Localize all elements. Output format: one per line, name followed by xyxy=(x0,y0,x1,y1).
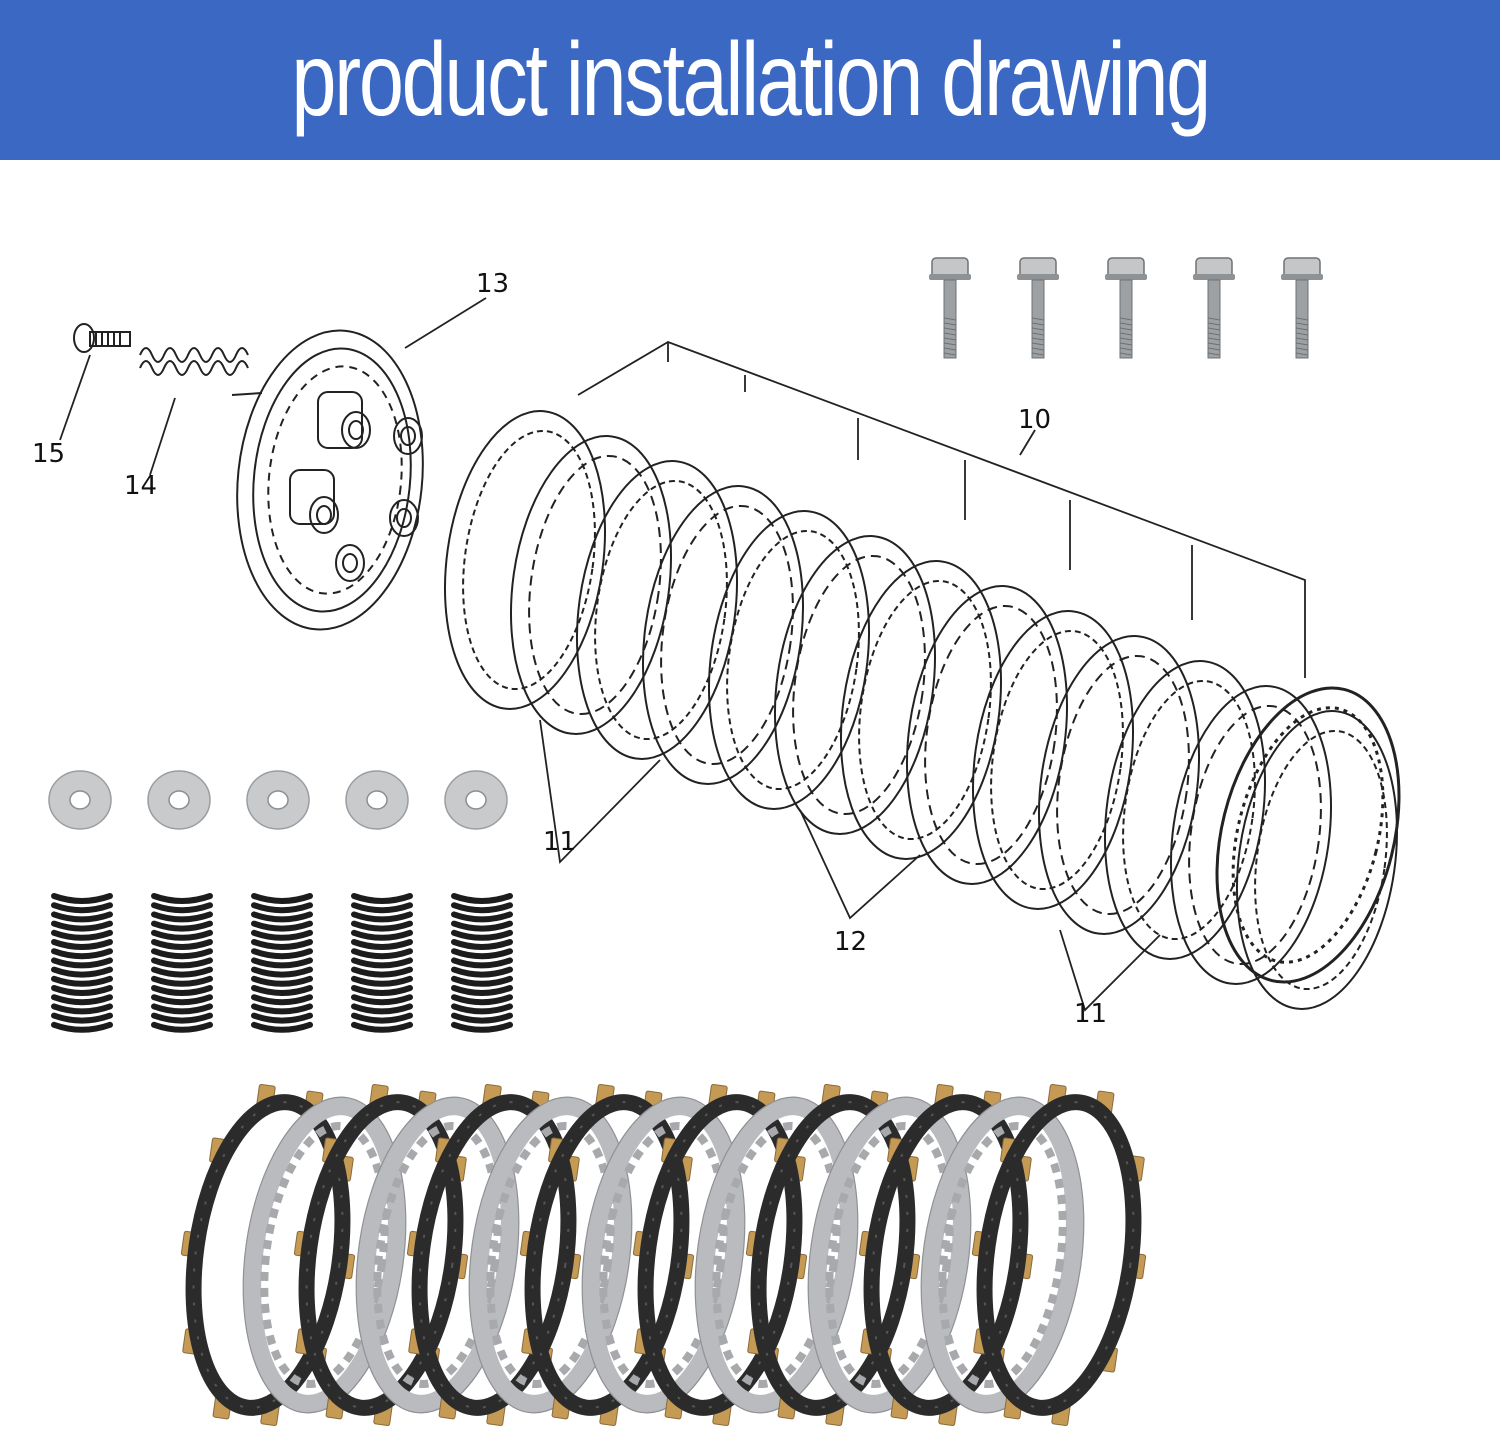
diagram-plate xyxy=(1235,710,1399,1010)
exploded-diagram: 13 15 14 10 11 12 11 xyxy=(32,269,1401,1029)
friction-plate xyxy=(858,1083,1034,1427)
callout-15: 15 xyxy=(32,439,65,469)
bolt xyxy=(1105,257,1147,359)
diagram-plate xyxy=(905,585,1069,885)
clutch-spring xyxy=(251,893,313,1033)
diagram-plate xyxy=(443,410,607,710)
callout-10: 10 xyxy=(1018,405,1051,435)
leader-lines xyxy=(59,297,1306,1012)
clutch-plate-photo xyxy=(180,1083,1147,1427)
bolt xyxy=(1193,257,1235,359)
clutch-spring xyxy=(51,893,113,1033)
diagram-plate xyxy=(707,510,871,810)
bolt xyxy=(1017,257,1059,359)
clutch-spring xyxy=(151,893,213,1033)
callout-11-left: 11 xyxy=(543,827,576,857)
callout-13: 13 xyxy=(476,269,509,299)
diagram-plate xyxy=(509,435,673,735)
clutch-spring xyxy=(451,893,513,1033)
diagram-plate-stack xyxy=(443,410,1401,1010)
spring-part-14 xyxy=(139,347,249,376)
diagram-plate xyxy=(773,535,937,835)
installation-drawing: 13 15 14 10 11 12 11 xyxy=(32,257,1401,1427)
washer xyxy=(345,770,409,830)
washer xyxy=(48,770,112,830)
diagram-plate xyxy=(1169,685,1333,985)
diagram-friction-plate xyxy=(1215,686,1401,984)
spring-row xyxy=(51,893,513,1033)
callout-14: 14 xyxy=(124,471,157,501)
banner-title: product installation drawing xyxy=(291,22,1211,138)
diagram-plate xyxy=(971,610,1135,910)
title-banner: product installation drawing xyxy=(0,0,1500,160)
clutch-spring xyxy=(351,893,413,1033)
washer-row xyxy=(48,770,508,830)
diagram-plate xyxy=(1037,635,1201,935)
friction-plate xyxy=(971,1083,1147,1427)
bolt xyxy=(929,257,971,359)
pressure-plate-part-13 xyxy=(231,329,424,631)
diagram-plate xyxy=(641,485,805,785)
friction-plate xyxy=(406,1083,582,1427)
bolt-row xyxy=(929,257,1323,359)
callout-11-right: 11 xyxy=(1074,999,1107,1029)
washer xyxy=(246,770,310,830)
diagram-plate xyxy=(575,460,739,760)
diagram-plate xyxy=(839,560,1003,860)
washer xyxy=(147,770,211,830)
callout-12: 12 xyxy=(834,927,867,957)
washer xyxy=(444,770,508,830)
diagram-plate xyxy=(1103,660,1267,960)
steel-plate xyxy=(920,1096,1085,1414)
bolt xyxy=(1281,257,1323,359)
bolt-part-15 xyxy=(73,323,131,353)
